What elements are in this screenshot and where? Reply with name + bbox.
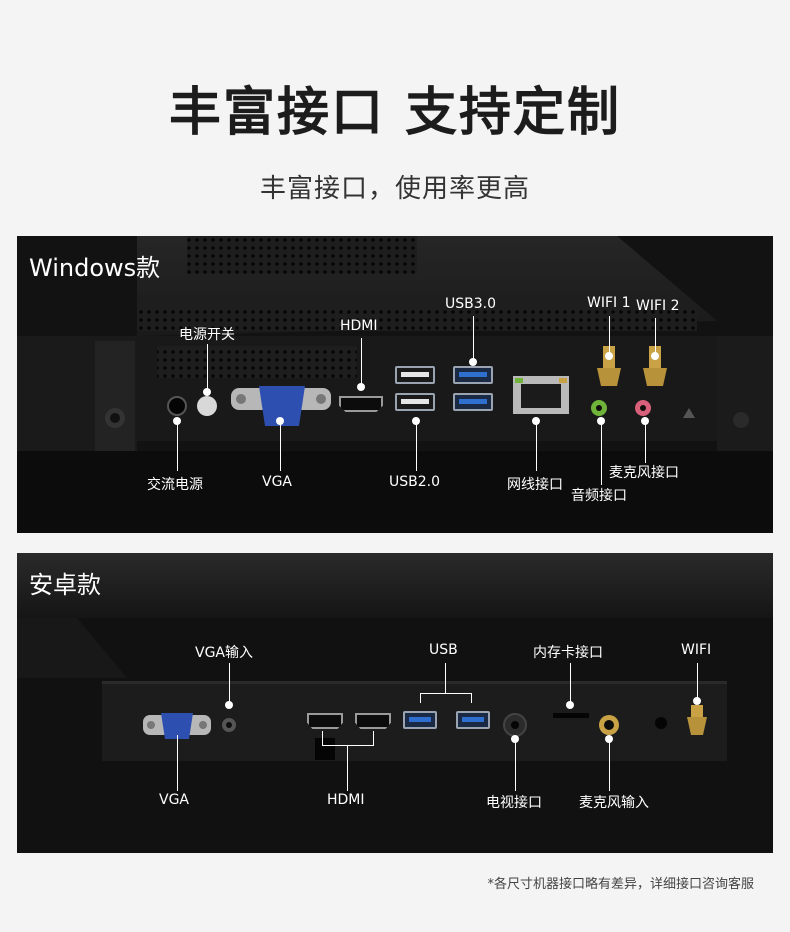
usb-bracket-left (420, 693, 421, 703)
hdmi-marker (357, 383, 365, 391)
usb3-port-bottom (453, 393, 493, 411)
usb-port-2 (456, 711, 490, 729)
hdmi-port-1 (307, 713, 343, 729)
android-model-label: 安卓款 (29, 571, 101, 599)
hdmi-bracket-right (373, 731, 374, 745)
footnote: *各尺寸机器接口略有差异，详细接口咨询客服 (487, 877, 754, 892)
windows-device-photo (17, 236, 773, 533)
wifi2-marker (651, 352, 659, 360)
mic-label: 麦克风接口 (609, 465, 679, 481)
tv-label: 电视接口 (486, 795, 542, 811)
power-switch-marker (203, 388, 211, 396)
vga-input-leader (229, 663, 230, 703)
power-switch-leader (207, 344, 208, 390)
vga-input-marker (225, 701, 233, 709)
usb-bracket-right (471, 693, 472, 703)
hdmi-bracket (322, 745, 374, 746)
tv-leader (515, 739, 516, 791)
wifi1-leader (609, 316, 610, 354)
hdmi-port (339, 396, 383, 412)
usb3-marker (469, 358, 477, 366)
windows-ports-panel: Windows款 电源开关 HDMI USB3.0 WIFI 1 WIFI 2 … (17, 236, 773, 533)
usb-label: USB (429, 642, 458, 658)
hdmi-leader-android (347, 745, 348, 791)
audio-leader (601, 421, 602, 485)
page-title: 丰富接口 支持定制 (168, 83, 622, 143)
vga-label-android: VGA (159, 792, 190, 808)
windows-model-label: Windows款 (29, 254, 161, 282)
android-device-photo (17, 553, 773, 853)
mic-input-leader (609, 739, 610, 791)
dc-power-leader (177, 421, 178, 471)
wifi1-label: WIFI 1 (587, 295, 631, 311)
wifi-label: WIFI (681, 642, 712, 658)
wifi1-marker (605, 352, 613, 360)
usb-bracket (420, 693, 471, 694)
usb3-leader (473, 316, 474, 360)
wifi-marker (693, 697, 701, 705)
lan-label: 网线接口 (507, 477, 563, 493)
vga-label: VGA (262, 474, 293, 490)
usb3-port-top (453, 366, 493, 384)
usb2-label: USB2.0 (389, 474, 441, 490)
hdmi-label-android: HDMI (327, 792, 365, 808)
vga-input-label: VGA输入 (195, 645, 254, 661)
hdmi-port-2 (355, 713, 391, 729)
power-switch-label: 电源开关 (179, 327, 235, 343)
wifi2-label: WIFI 2 (636, 298, 680, 314)
usb-port-1 (403, 711, 437, 729)
usb-leader (445, 663, 446, 693)
dc-power-label: 交流电源 (147, 477, 203, 493)
hdmi-bracket-left (322, 731, 323, 745)
wifi2-leader (655, 318, 656, 354)
usb2-leader (416, 421, 417, 471)
vga-leader-android (177, 735, 178, 791)
usb2-port-top (395, 366, 435, 384)
vga-leader (280, 421, 281, 471)
memory-card-leader (570, 663, 571, 703)
memory-card-marker (566, 701, 574, 709)
memory-card-label: 内存卡接口 (533, 645, 603, 661)
wifi-leader (697, 663, 698, 699)
lan-leader (536, 421, 537, 471)
mic-input-label: 麦克风输入 (579, 795, 649, 811)
usb2-port-bottom (395, 393, 435, 411)
usb3-label: USB3.0 (445, 296, 497, 312)
hdmi-leader (361, 338, 362, 386)
mic-leader (645, 421, 646, 463)
hdmi-label: HDMI (340, 318, 378, 334)
android-ports-panel: 安卓款 VGA输入 USB 内存卡接口 WIFI VGA HDMI 电视接口 麦… (17, 553, 773, 853)
audio-label: 音频接口 (571, 488, 627, 504)
page-subtitle: 丰富接口，使用率更高 (259, 174, 530, 204)
